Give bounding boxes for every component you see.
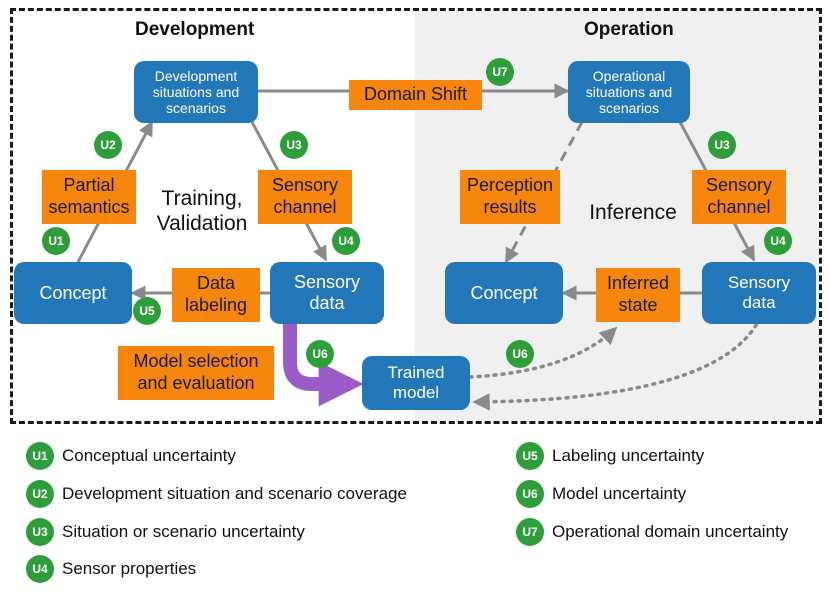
legend-item-u2: U2 Development situation and scenario co… [26, 480, 407, 508]
step-op-sensory-channel: Sensory channel [692, 170, 786, 224]
step-dev-sensory-channel: Sensory channel [258, 170, 352, 224]
step-inferred-state: Inferred state [596, 268, 680, 322]
arrow-model-to-inferred-state [468, 326, 618, 379]
legend-text-u3: Situation or scenario uncertainty [62, 522, 305, 541]
development-title: Development [135, 19, 255, 40]
legend-text-u2: Development situation and scenario cover… [62, 484, 407, 503]
legend-badge-u3: U3 [26, 518, 54, 546]
badge-u6-dev: U6 [306, 340, 334, 368]
legend-item-u1: U1 Conceptual uncertainty [26, 442, 236, 470]
badge-u3-op: U3 [708, 131, 736, 159]
badge-u3-dev: U3 [280, 131, 308, 159]
legend-item-u4: U4 Sensor properties [26, 555, 196, 583]
step-model-selection: Model selection and evaluation [118, 346, 274, 400]
badge-u5-dev: U5 [133, 297, 161, 325]
node-op-sensory-data: Sensory data [702, 262, 816, 324]
step-partial-semantics: Partial semantics [42, 170, 136, 224]
legend-badge-u2: U2 [26, 480, 54, 508]
badge-u7: U7 [486, 58, 514, 86]
badge-u4-dev: U4 [332, 227, 360, 255]
legend-text-u4: Sensor properties [62, 559, 197, 578]
legend-item-u3: U3 Situation or scenario uncertainty [26, 518, 305, 546]
operation-title: Operation [584, 19, 674, 40]
legend-text-u5: Labeling uncertainty [552, 446, 705, 465]
arrow-model-selection [283, 324, 364, 407]
legend-badge-u5: U5 [516, 442, 544, 470]
node-dev-scenarios: Development situations and scenarios [134, 61, 258, 123]
step-perception-results: Perception results [460, 170, 560, 224]
badge-u2-dev: U2 [94, 131, 122, 159]
node-op-scenarios: Operational situations and scenarios [568, 61, 690, 123]
phase-training-validation: Training, Validation [156, 187, 248, 236]
node-dev-concept: Concept [14, 262, 132, 324]
arrow-perception-results [504, 121, 584, 264]
legend-badge-u4: U4 [26, 555, 54, 583]
badge-u4-op: U4 [764, 227, 792, 255]
badge-u1-dev: U1 [42, 227, 70, 255]
node-op-concept: Concept [445, 262, 563, 324]
node-trained-model: Trained model [362, 356, 470, 410]
phase-inference: Inference [589, 201, 677, 224]
legend-item-u5: U5 Labeling uncertainty [516, 442, 704, 470]
step-domain-shift: Domain Shift [349, 80, 482, 110]
legend-text-u1: Conceptual uncertainty [62, 446, 236, 465]
legend-item-u7: U7 Operational domain uncertainty [516, 518, 788, 546]
legend-badge-u1: U1 [26, 442, 54, 470]
legend-text-u7: Operational domain uncertainty [552, 522, 789, 541]
legend-text-u6: Model uncertainty [552, 484, 687, 503]
step-data-labeling: Data labeling [172, 268, 260, 322]
arrow-op-sensory-to-model [472, 316, 762, 411]
legend-badge-u7: U7 [516, 518, 544, 546]
legend-badge-u6: U6 [516, 480, 544, 508]
badge-u6-op: U6 [506, 340, 534, 368]
node-dev-sensory-data: Sensory data [270, 262, 384, 324]
legend-item-u6: U6 Model uncertainty [516, 480, 686, 508]
